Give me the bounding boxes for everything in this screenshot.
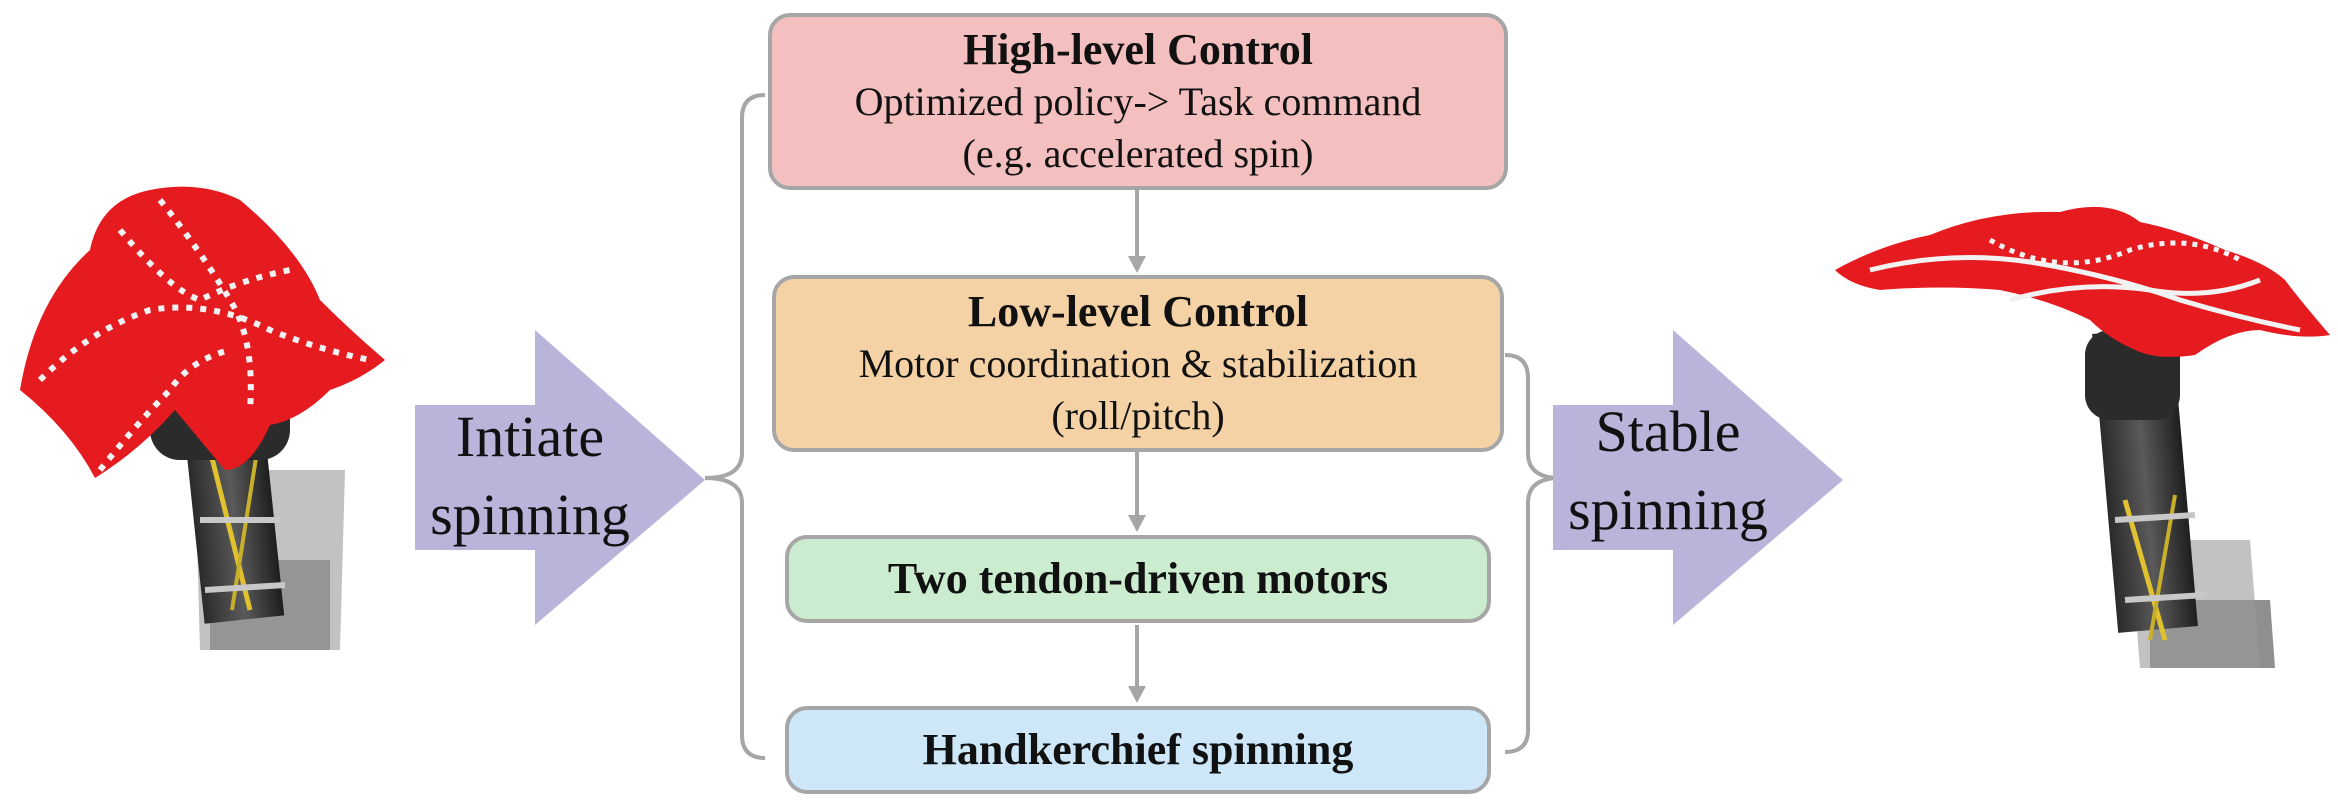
initiate-label-line1: Intiate — [455, 404, 605, 469]
flow-connectors — [1128, 190, 1146, 703]
low-level-title: Low-level Control — [967, 286, 1309, 336]
stable-arrow-label: Stable spinning — [1553, 393, 1783, 549]
high-level-control-box: High-level Control Optimized policy-> Ta… — [768, 13, 1508, 190]
high-level-title: High-level Control — [963, 24, 1313, 74]
low-level-control-box: Low-level Control Motor coordination & s… — [772, 275, 1504, 452]
initiate-arrow-label: Intiate spinning — [405, 398, 655, 554]
motors-box: Two tendon-driven motors — [785, 535, 1491, 623]
high-level-line2: (e.g. accelerated spin) — [962, 130, 1314, 176]
left-robot-photo — [20, 186, 385, 650]
stable-label-line2: spinning — [1568, 477, 1768, 542]
stable-arrow-shape — [1553, 330, 1843, 625]
initiate-arrow-shape — [415, 330, 705, 625]
spinning-title: Handkerchief spinning — [922, 725, 1354, 774]
low-level-line2: (roll/pitch) — [1051, 392, 1225, 438]
high-level-line1: Optimized policy-> Task command — [854, 78, 1422, 124]
left-brace — [704, 93, 766, 760]
handkerchief-spinning-box: Handkerchief spinning — [785, 706, 1491, 794]
motors-title: Two tendon-driven motors — [887, 554, 1389, 603]
right-brace — [1504, 353, 1561, 754]
right-robot-photo — [1835, 206, 2330, 668]
low-level-line1: Motor coordination & stabilization — [858, 340, 1418, 386]
stable-label-line1: Stable — [1595, 399, 1741, 464]
initiate-label-line2: spinning — [430, 482, 630, 547]
